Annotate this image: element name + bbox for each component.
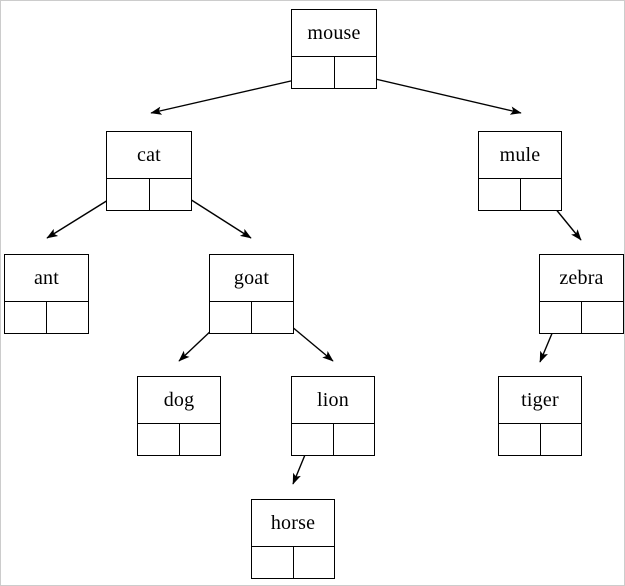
right-pointer-cell-zebra[interactable] — [582, 302, 623, 333]
right-pointer-cell-mule[interactable] — [521, 179, 562, 210]
node-label-tiger: tiger — [499, 377, 581, 424]
right-pointer-cell-cat[interactable] — [150, 179, 192, 210]
tree-node-mouse[interactable]: mouse — [291, 9, 377, 89]
tree-node-zebra[interactable]: zebra — [539, 254, 624, 334]
left-pointer-cell-zebra[interactable] — [540, 302, 582, 333]
node-pointer-cells-mouse — [292, 57, 376, 88]
node-label-zebra: zebra — [540, 255, 623, 302]
node-label-ant: ant — [5, 255, 88, 302]
left-pointer-cell-ant[interactable] — [5, 302, 47, 333]
left-pointer-cell-horse[interactable] — [252, 547, 294, 578]
tree-node-tiger[interactable]: tiger — [498, 376, 582, 456]
node-label-goat: goat — [210, 255, 293, 302]
node-label-mouse: mouse — [292, 10, 376, 57]
edge-mouse-to-mule — [353, 73, 522, 115]
left-pointer-cell-cat[interactable] — [107, 179, 150, 210]
right-pointer-cell-lion[interactable] — [334, 424, 375, 455]
node-pointer-cells-tiger — [499, 424, 581, 455]
tree-node-horse[interactable]: horse — [251, 499, 335, 579]
right-pointer-cell-goat[interactable] — [252, 302, 293, 333]
tree-node-cat[interactable]: cat — [106, 131, 192, 211]
node-label-dog: dog — [138, 377, 220, 424]
node-label-horse: horse — [252, 500, 334, 547]
left-pointer-cell-mule[interactable] — [479, 179, 521, 210]
node-label-mule: mule — [479, 132, 561, 179]
node-label-cat: cat — [107, 132, 191, 179]
node-pointer-cells-dog — [138, 424, 220, 455]
right-pointer-cell-ant[interactable] — [47, 302, 88, 333]
left-pointer-cell-mouse[interactable] — [292, 57, 335, 88]
left-pointer-cell-tiger[interactable] — [499, 424, 541, 455]
node-pointer-cells-goat — [210, 302, 293, 333]
right-pointer-cell-mouse[interactable] — [335, 57, 377, 88]
left-pointer-cell-dog[interactable] — [138, 424, 180, 455]
right-pointer-cell-dog[interactable] — [180, 424, 221, 455]
left-pointer-cell-lion[interactable] — [292, 424, 334, 455]
tree-node-ant[interactable]: ant — [4, 254, 89, 334]
tree-node-dog[interactable]: dog — [137, 376, 221, 456]
tree-node-goat[interactable]: goat — [209, 254, 294, 334]
tree-node-mule[interactable]: mule — [478, 131, 562, 211]
node-pointer-cells-cat — [107, 179, 191, 210]
node-pointer-cells-horse — [252, 547, 334, 578]
tree-node-lion[interactable]: lion — [291, 376, 375, 456]
right-pointer-cell-tiger[interactable] — [541, 424, 582, 455]
node-pointer-cells-ant — [5, 302, 88, 333]
right-pointer-cell-horse[interactable] — [294, 547, 335, 578]
node-pointer-cells-zebra — [540, 302, 623, 333]
node-pointer-cells-lion — [292, 424, 374, 455]
node-pointer-cells-mule — [479, 179, 561, 210]
node-label-lion: lion — [292, 377, 374, 424]
left-pointer-cell-goat[interactable] — [210, 302, 252, 333]
